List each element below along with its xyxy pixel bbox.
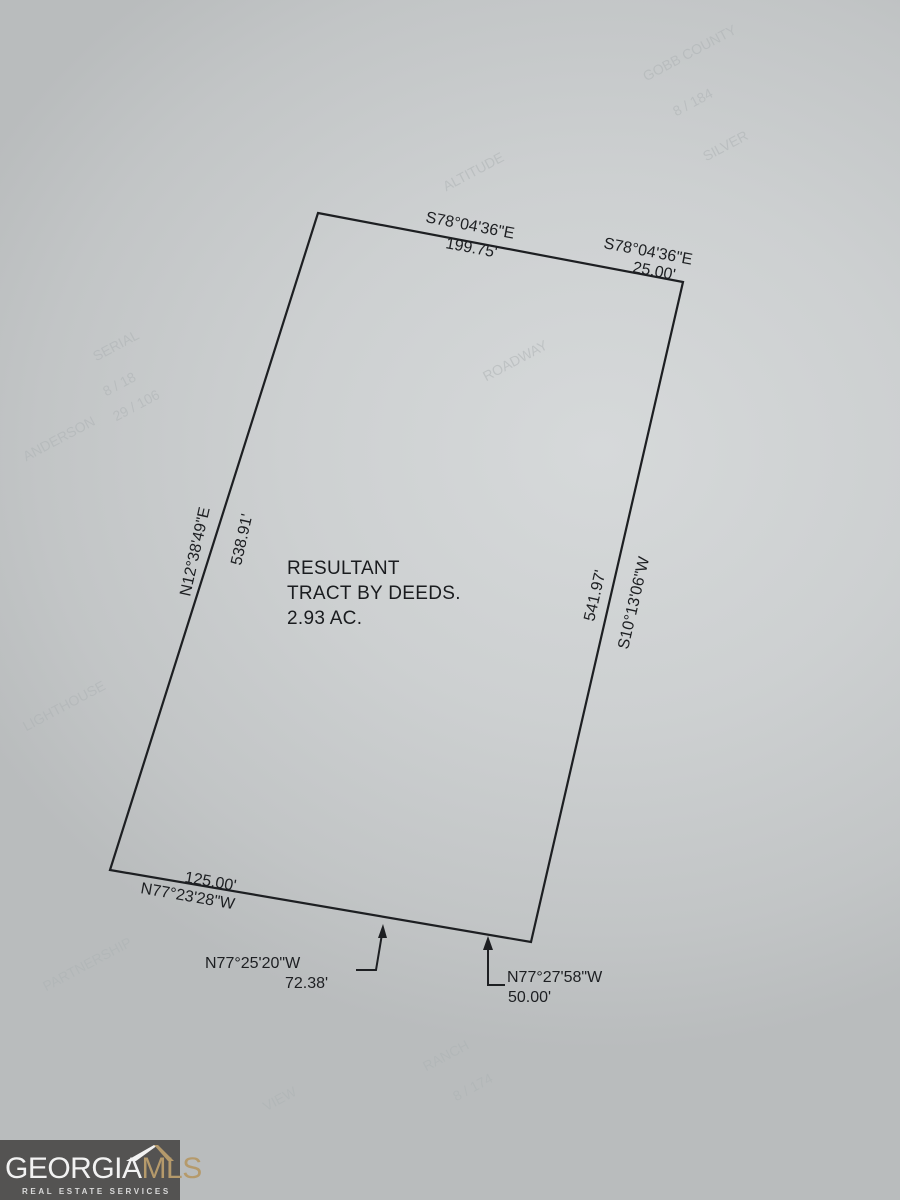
georgia-mls-logo: GEORGIAMLS REAL ESTATE SERVICES — [0, 1140, 202, 1200]
tract-title-line1: RESULTANT — [287, 558, 400, 579]
brand-part-georgia: GEORGIA — [5, 1152, 142, 1185]
tract-area: 2.93 AC. — [287, 608, 362, 629]
tract-title-line2: TRACT BY DEEDS. — [287, 583, 461, 604]
brand-part-mls: MLS — [141, 1152, 203, 1185]
south-c-bearing: N77°27'58"W — [507, 969, 603, 986]
house-roof-icon — [126, 1145, 174, 1161]
north-a-bearing: S78°04'36"E — [424, 209, 515, 242]
south-c-distance: 50.00' — [508, 989, 551, 1006]
leader-50-00 — [483, 936, 505, 986]
brand-name: GEORGIAMLS — [5, 1154, 202, 1184]
tract-boundary — [108, 211, 685, 944]
south-b-distance: 72.38' — [285, 975, 328, 992]
north-a-distance: 199.75' — [444, 235, 498, 261]
east-bearing: S10°13'06"W — [615, 554, 653, 651]
west-distance: 538.91' — [228, 512, 256, 566]
south-b-bearing: N77°25'20"W — [205, 955, 301, 972]
brand-tagline: REAL ESTATE SERVICES — [22, 1187, 171, 1196]
west-bearing: N12°38'49"E — [177, 506, 213, 598]
leader-72-38 — [356, 924, 387, 971]
